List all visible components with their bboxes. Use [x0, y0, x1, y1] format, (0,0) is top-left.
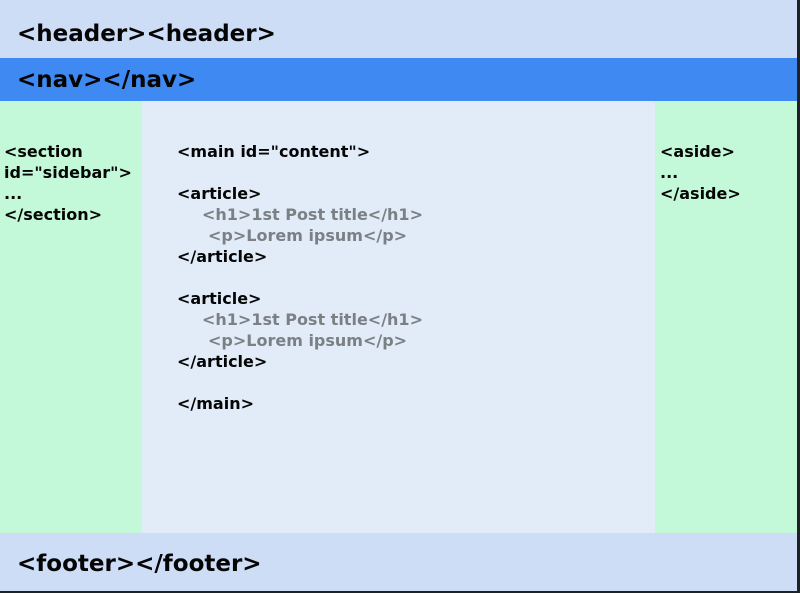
article-close-tag: </article>	[177, 247, 268, 266]
sidebar-region: <section id="sidebar"> ... </section>	[0, 101, 142, 533]
content-columns: <section id="sidebar"> ... </section> <m…	[0, 101, 797, 533]
article-close-tag: </article>	[177, 352, 268, 371]
footer-region: <footer></footer>	[0, 533, 797, 591]
article-open-tag: <article>	[177, 184, 262, 203]
article-h1-line: <h1>1st Post title</h1>	[202, 310, 423, 329]
article-h1-line: <h1>1st Post title</h1>	[202, 205, 423, 224]
main-open-tag: <main id="content">	[177, 142, 371, 161]
main-close-tag: </main>	[177, 394, 254, 413]
header-tag-label: <header><header>	[17, 21, 276, 47]
main-region: <main id="content"> <article> <h1>1st Po…	[142, 101, 655, 533]
nav-tag-label: <nav></nav>	[17, 66, 197, 93]
sidebar-code-line: ...	[4, 184, 23, 203]
aside-region: <aside> ... </aside>	[655, 101, 797, 533]
sidebar-code-line: </section>	[4, 205, 103, 224]
aside-code-line: </aside>	[660, 184, 741, 203]
aside-code-line: <aside>	[660, 142, 735, 161]
header-region: <header><header>	[0, 0, 797, 58]
article-p-line: <p>Lorem ipsum</p>	[208, 331, 408, 350]
sidebar-code-line: <section	[4, 142, 83, 161]
sidebar-code-line: id="sidebar">	[4, 163, 132, 182]
article-open-tag: <article>	[177, 289, 262, 308]
aside-code-line: ...	[660, 163, 679, 182]
article-p-line: <p>Lorem ipsum</p>	[208, 226, 408, 245]
footer-tag-label: <footer></footer>	[17, 551, 262, 577]
nav-region: <nav></nav>	[0, 58, 797, 101]
